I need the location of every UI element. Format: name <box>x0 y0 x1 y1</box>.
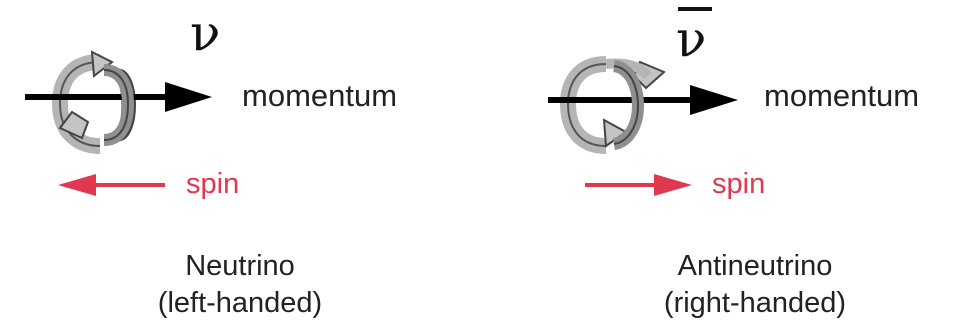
antineutrino-momentum-label: momentum <box>764 78 920 113</box>
antineutrino-momentum-arrowhead <box>690 85 738 115</box>
antineutrino-caption: Antineutrino (right-handed) <box>620 248 890 322</box>
neutrino-momentum-label: momentum <box>242 78 398 113</box>
neutrino-caption: Neutrino (left-handed) <box>110 248 370 322</box>
antineutrino-symbol: ν <box>676 10 707 68</box>
antineutrino-rotation-ring <box>559 56 666 154</box>
antineutrino-group <box>548 7 738 196</box>
neutrino-spin-arrowhead <box>58 174 96 196</box>
antineutrino-spin-label: spin <box>712 168 766 200</box>
neutrino-handedness: (left-handed) <box>157 287 323 319</box>
neutrino-momentum-arrowhead <box>165 82 212 112</box>
antineutrino-handedness: (right-handed) <box>663 287 847 319</box>
antineutrino-name: Antineutrino <box>677 250 833 282</box>
neutrino-spin-label: spin <box>186 168 240 200</box>
neutrino-symbol: ν <box>190 4 221 62</box>
neutrino-group <box>25 50 212 196</box>
antineutrino-spin-arrowhead <box>654 174 692 196</box>
neutrino-name: Neutrino <box>185 250 295 282</box>
